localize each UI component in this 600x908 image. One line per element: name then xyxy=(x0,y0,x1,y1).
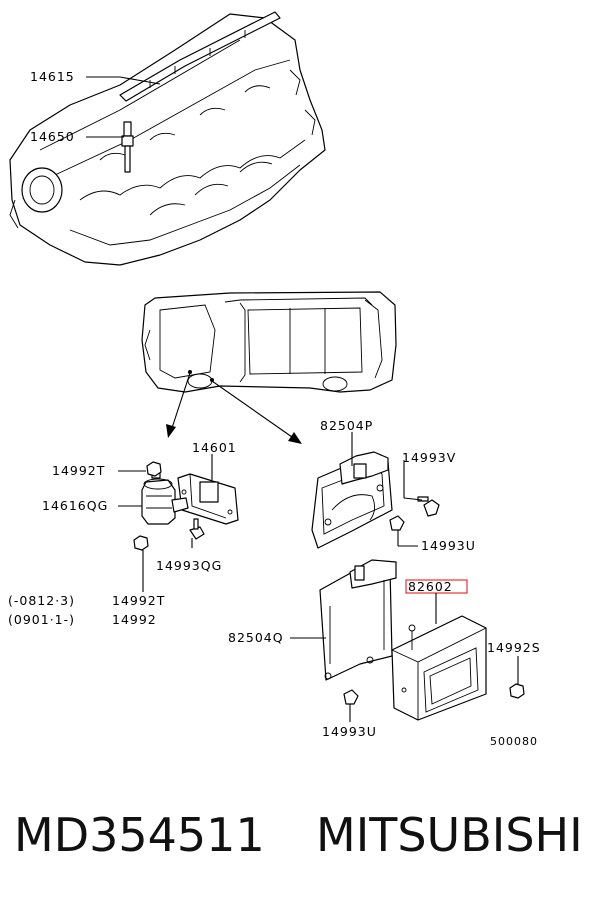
parts-diagram: 14615 14650 xyxy=(8,11,541,748)
callout-14615: 14615 xyxy=(30,69,75,84)
callout-14993V: 14993V xyxy=(402,450,456,465)
callout-82602: 82602 xyxy=(408,579,453,594)
brand-name: MITSUBISHI xyxy=(316,808,583,862)
callout-14993U-top: 14993U xyxy=(421,538,476,553)
range-label-2: (0901·1-) xyxy=(8,612,75,627)
diagram-code: 500080 xyxy=(490,735,538,748)
engine-head-drawing xyxy=(9,11,326,266)
range-label-1: (-0812·3) xyxy=(8,593,75,608)
part-number: MD354511 xyxy=(14,808,265,862)
callout-14616QG: 14616QG xyxy=(42,498,108,513)
glow-relay-assembly xyxy=(133,461,239,551)
callout-14993U-bottom: 14993U xyxy=(322,724,377,739)
callout-14992T-bottom: 14992T xyxy=(112,593,165,608)
callout-14992S: 14992S xyxy=(487,640,541,655)
callout-14992: 14992 xyxy=(112,612,157,627)
bracket-82504Q-drawing xyxy=(319,559,397,705)
callout-82504Q: 82504Q xyxy=(228,630,284,645)
callout-14650: 14650 xyxy=(30,129,75,144)
callout-14993QG: 14993QG xyxy=(156,558,222,573)
callout-14992T-top: 14992T xyxy=(52,463,105,478)
callout-14601: 14601 xyxy=(192,440,237,455)
callout-82504P: 82504P xyxy=(320,418,373,433)
footer: MD354511 MITSUBISHI xyxy=(0,800,600,880)
bracket-82504P-drawing xyxy=(311,451,440,549)
vehicle-drawing xyxy=(141,291,397,393)
control-unit-82602-drawing xyxy=(391,615,525,721)
